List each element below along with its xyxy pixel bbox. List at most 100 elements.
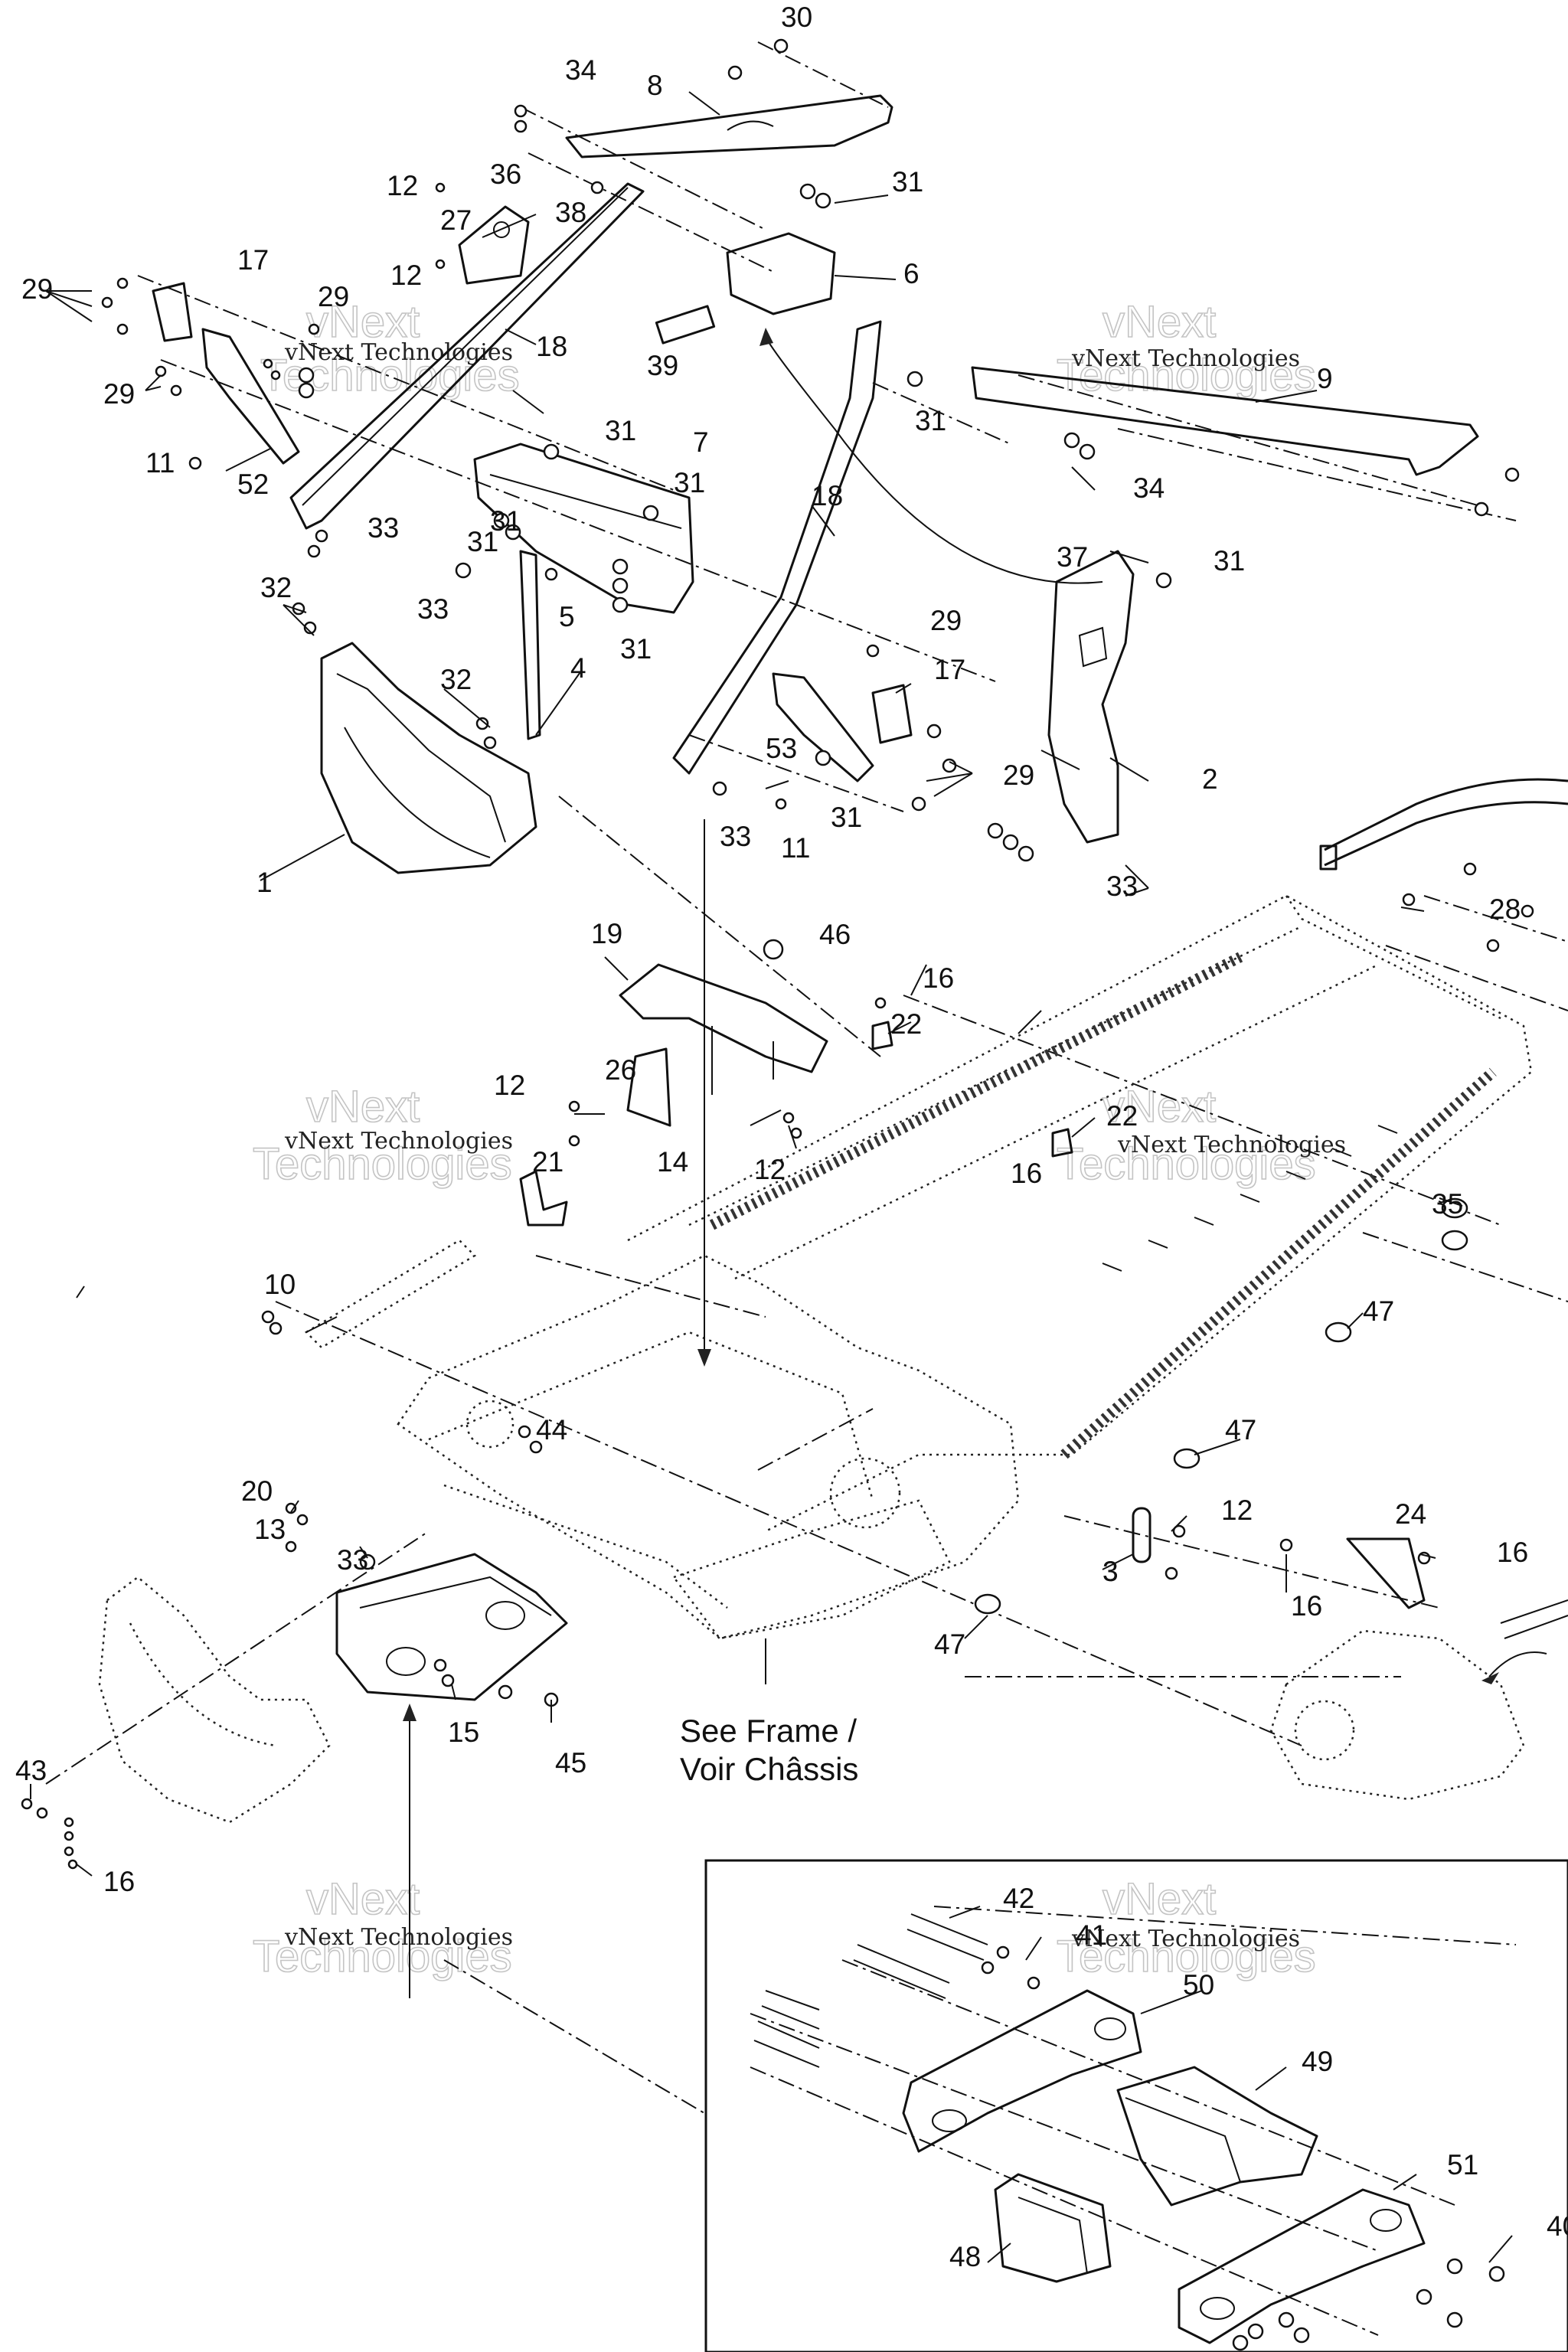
watermark-vnext: vNext (1102, 297, 1216, 347)
leader-lines (30, 91, 1513, 2263)
part-17-left-bracket (152, 282, 193, 342)
see-frame-note-line2: Voir Châssis (680, 1751, 858, 1787)
watermark-technologies: Technologies (1057, 1139, 1316, 1189)
callout-30: 30 (781, 2, 812, 33)
callout-6: 6 (903, 258, 920, 289)
callout-47: 47 (1225, 1414, 1256, 1446)
callout-16: 16 (923, 962, 954, 994)
callout-44: 44 (536, 1414, 567, 1446)
callout-2: 2 (1202, 763, 1218, 795)
callout-1: 1 (256, 867, 273, 898)
part-24-bracket (1346, 1537, 1426, 1609)
callout-19: 19 (591, 918, 622, 949)
callout-52: 52 (237, 469, 269, 500)
callout-40: 40 (1547, 2210, 1568, 2242)
part-39-pin (655, 305, 716, 345)
callout-31: 31 (831, 802, 862, 833)
front-bumper (98, 1576, 331, 1824)
front-frame (397, 1254, 1020, 1640)
callout-34: 34 (1133, 472, 1165, 504)
callout-7: 7 (693, 426, 709, 458)
callout-47: 47 (1363, 1295, 1394, 1327)
callout-16: 16 (1497, 1537, 1528, 1568)
watermark-technologies: Technologies (253, 1932, 512, 1981)
callout-32: 32 (440, 664, 472, 695)
callout-27: 27 (440, 204, 472, 236)
watermark-text: vNext Technologies (1071, 345, 1300, 372)
watermark-text: vNext Technologies (284, 339, 513, 366)
callout-11: 11 (145, 447, 175, 479)
callout-33: 33 (337, 1544, 368, 1576)
assembly-arrow (765, 336, 1103, 584)
part-18-right-strut (672, 320, 882, 775)
callout-12: 12 (387, 170, 418, 201)
callout-42: 42 (1003, 1883, 1034, 1914)
callout-33: 33 (720, 821, 751, 852)
callout-38: 38 (555, 197, 586, 228)
part-17-right-bracket (871, 684, 913, 744)
callout-9: 9 (1317, 363, 1333, 394)
callout-37: 37 (1057, 541, 1088, 573)
part-22-clip-lower (1051, 1128, 1073, 1158)
callout-43: 43 (15, 1755, 47, 1786)
callout-10: 10 (264, 1269, 296, 1300)
part-9-right-bar (971, 366, 1479, 476)
upper-steering-support-assembly (101, 38, 1520, 874)
callout-24: 24 (1395, 1498, 1426, 1530)
callout-12: 12 (1221, 1494, 1253, 1526)
watermark-text: vNext Technologies (1117, 1132, 1346, 1158)
callout-48: 48 (949, 2241, 981, 2272)
callout-28: 28 (1489, 893, 1521, 925)
callout-32: 32 (260, 572, 292, 603)
part-49-bracket (1116, 2066, 1318, 2207)
part-2-right-bracket (1047, 550, 1135, 844)
callout-16: 16 (1011, 1158, 1042, 1189)
callout-35: 35 (1432, 1188, 1463, 1220)
chassis-frame (21, 778, 1568, 1998)
callout-31: 31 (892, 166, 923, 198)
see-frame-note: See Frame / Voir Châssis (680, 1713, 858, 1787)
callout-31: 31 (490, 505, 521, 537)
callout-31: 31 (1214, 545, 1245, 577)
part-3-strap (1132, 1507, 1152, 1563)
callout-46: 46 (819, 919, 851, 950)
callout-12: 12 (390, 260, 422, 291)
part-6-bracket (726, 232, 836, 315)
callout-53: 53 (766, 733, 797, 764)
callout-15: 15 (448, 1717, 479, 1748)
watermark-text: vNext Technologies (284, 1128, 513, 1155)
callout-45: 45 (555, 1747, 586, 1779)
callout-18: 18 (812, 480, 843, 511)
watermark-vnext: vNext (306, 1082, 420, 1132)
callout-12: 12 (754, 1154, 786, 1185)
inset-detail-box (704, 1859, 1568, 2352)
see-frame-note-line1: See Frame / (680, 1713, 857, 1749)
part-22-clip-upper (871, 1021, 893, 1050)
callout-13: 13 (254, 1514, 286, 1545)
watermark-technologies: Technologies (253, 1139, 512, 1189)
callout-31: 31 (467, 526, 498, 557)
part-4-rod (519, 550, 541, 740)
callout-26: 26 (605, 1054, 636, 1086)
callout-20: 20 (241, 1475, 273, 1507)
callout-4: 4 (570, 652, 586, 684)
callout-39: 39 (647, 350, 678, 381)
callout-29: 29 (21, 273, 53, 305)
callout-29: 29 (930, 605, 962, 636)
callout-29: 29 (1003, 760, 1034, 791)
part-18-left-strut (289, 182, 645, 530)
callout-34: 34 (565, 54, 596, 86)
handle-bar (1324, 778, 1568, 851)
watermark-text: vNext Technologies (1071, 1926, 1300, 1952)
callout-21: 21 (532, 1146, 564, 1178)
callout-47: 47 (934, 1628, 965, 1660)
callout-31: 31 (915, 405, 946, 436)
callout-50: 50 (1183, 1969, 1214, 2001)
callout-11: 11 (781, 832, 810, 864)
callout-14: 14 (657, 1146, 688, 1178)
callout-29: 29 (318, 281, 349, 312)
callout-29: 29 (103, 378, 135, 410)
callout-33: 33 (417, 593, 449, 625)
callout-16: 16 (103, 1866, 135, 1897)
callout-31: 31 (605, 415, 636, 446)
